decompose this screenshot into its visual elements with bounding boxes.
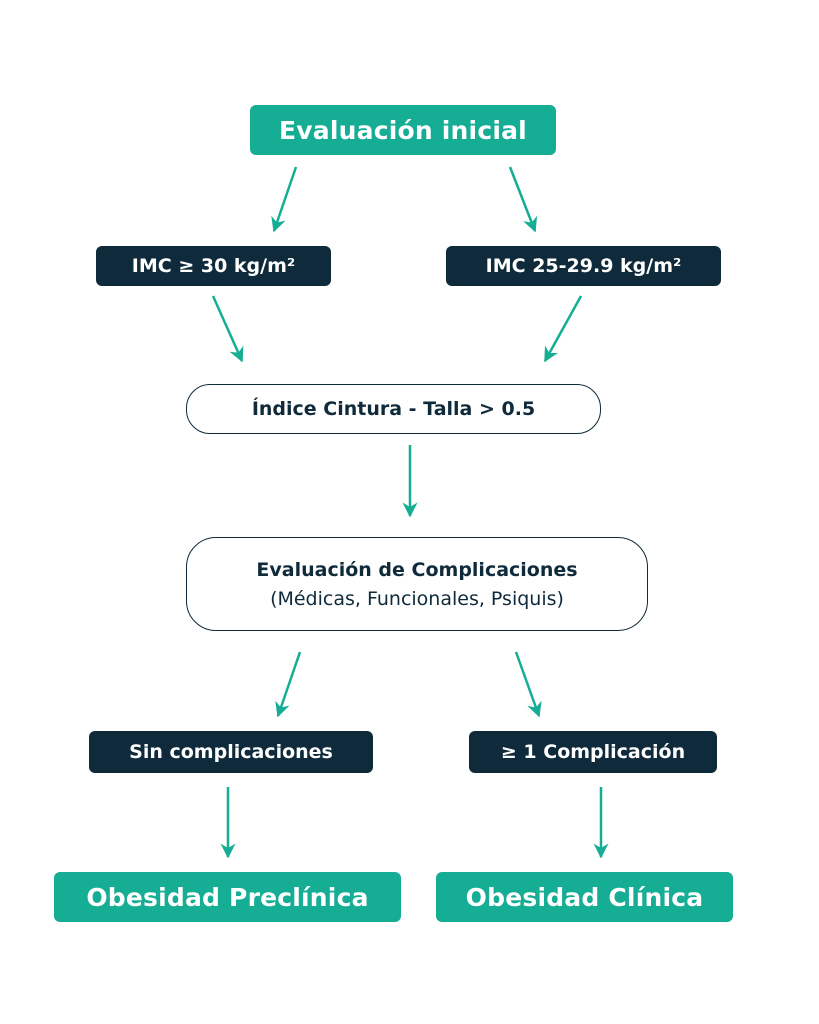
- arrow-imc-high-to-waist: [211, 295, 244, 363]
- no-complications-label: Sin complicaciones: [129, 741, 333, 763]
- imc-high-label: IMC ≥ 30 kg/m²: [131, 255, 296, 277]
- has-complication-label: ≥ 1 Complicación: [500, 741, 686, 763]
- arrow-start-to-imc-high: [271, 166, 298, 233]
- no-complications-node: Sin complicaciones: [89, 731, 373, 773]
- waist-ratio-node: Índice Cintura - Talla > 0.5: [186, 384, 601, 434]
- complications-node: Evaluación de Complicaciones (Médicas, F…: [186, 537, 648, 631]
- clinical-label: Obesidad Clínica: [465, 882, 704, 912]
- complications-title: Evaluación de Complicaciones: [256, 558, 578, 581]
- imc-mid-node: IMC 25-29.9 kg/m²: [446, 246, 721, 286]
- clinical-node: Obesidad Clínica: [436, 872, 733, 922]
- arrow-complications-to-none: [275, 651, 302, 718]
- start-label: Evaluación inicial: [279, 115, 527, 145]
- has-complication-node: ≥ 1 Complicación: [469, 731, 717, 773]
- imc-high-node: IMC ≥ 30 kg/m²: [96, 246, 331, 286]
- preclinical-node: Obesidad Preclínica: [54, 872, 401, 922]
- start-node: Evaluación inicial: [250, 105, 556, 155]
- complications-subtitle: (Médicas, Funcionales, Psiquis): [270, 587, 564, 610]
- arrow-imc-mid-to-waist: [543, 295, 583, 363]
- arrow-complications-to-some: [514, 651, 542, 718]
- imc-mid-label: IMC 25-29.9 kg/m²: [485, 255, 682, 277]
- waist-ratio-label: Índice Cintura - Talla > 0.5: [251, 398, 536, 420]
- preclinical-label: Obesidad Preclínica: [86, 882, 369, 912]
- arrow-start-to-imc-mid: [508, 166, 538, 233]
